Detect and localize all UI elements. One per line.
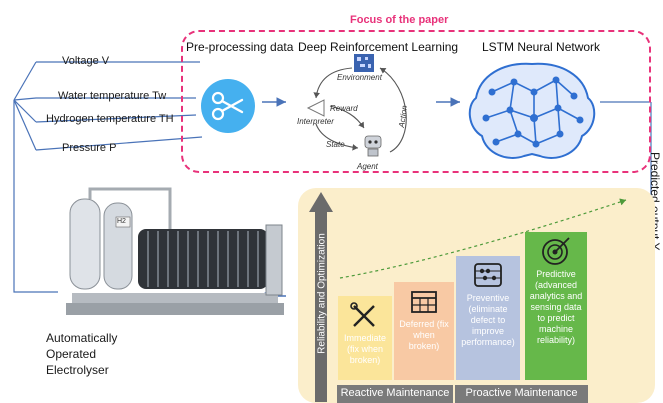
electrolyser-illustration [66,187,284,315]
input-voltage: Voltage V [62,55,110,67]
abacus-icon [474,263,502,287]
bar-deferred: Deferred (fix when broken) [394,282,454,380]
reactive-maintenance-label: Reactive Maintenance [337,385,453,403]
input-hydrogen-temperature: Hydrogen temperature TH [46,113,174,125]
rl-environment-label: Environment [337,73,382,82]
brain-network-icon [468,62,596,159]
bar-predictive: Predictive (advanced analytics and sensi… [525,232,587,380]
input-pressure: Pressure P [62,142,117,154]
trend-curve [339,198,627,279]
rl-state-label: State [326,140,345,149]
focus-region [181,30,651,173]
scissors-icon [201,79,255,133]
stage-drl-title: Deep Reinforcement Learning [298,40,459,54]
input-water-temperature: Water temperature Tw [58,90,167,102]
rl-agent-label: Agent [357,162,378,171]
environment-icon [354,54,374,72]
focus-title: Focus of the paper [350,14,449,26]
stage-lstm-title: LSTM Neural Network [482,40,601,54]
reliability-arrow [309,192,333,402]
proactive-maintenance-label: Proactive Maintenance [455,385,588,403]
bar-preventive: Preventive (eliminate defect to improve … [456,256,520,380]
rl-interpreter-label: Interpreter [297,117,334,126]
electrolyser-label: Automatically Operated Electrolyser [46,331,118,377]
electrolyser-tag: H2 [117,218,126,225]
bar-immediate: Immediate (fix when broken) [338,296,392,380]
stage-preprocessing-title: Pre-processing data [186,40,294,54]
interpreter-icon [306,99,325,117]
rl-loop-diagram [306,54,407,157]
reliability-axis-label: Reliability and Optimization [316,233,328,354]
target-icon [542,237,570,265]
calendar-icon [411,291,437,313]
tools-icon [350,302,375,327]
agent-icon [364,135,382,157]
rl-reward-label: Reward [330,104,358,113]
